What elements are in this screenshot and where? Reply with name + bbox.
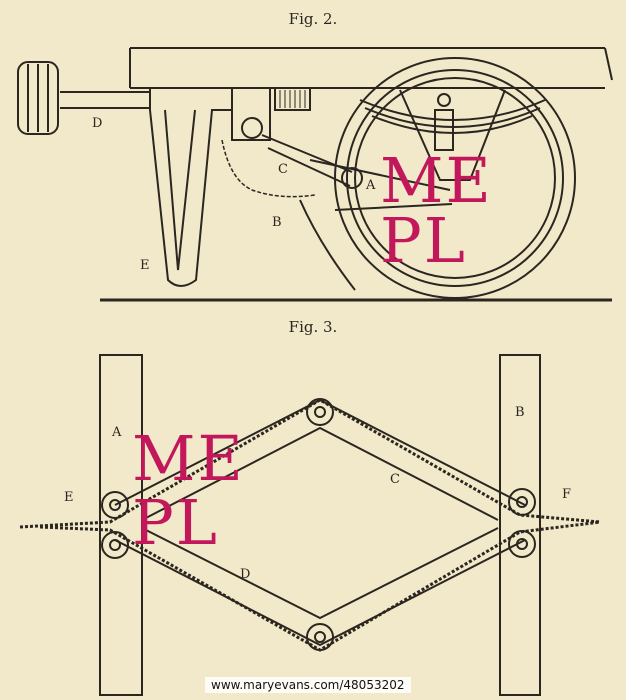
watermark-pl-bottom: PL	[132, 486, 219, 559]
fig2-caption: Fig. 2.	[288, 10, 338, 28]
fig2-label-a: A	[366, 178, 376, 193]
fig2-drawing	[17, 47, 613, 302]
fig2-label-c: C	[278, 162, 288, 177]
fig2-label-d: D	[92, 116, 103, 131]
fig3-label-f: F	[562, 487, 572, 502]
watermark-url: www.maryevans.com/48053202	[205, 677, 411, 693]
fig2-label-b: B	[272, 215, 282, 230]
fig3-caption: Fig. 3.	[288, 318, 338, 336]
watermark-pl-top: PL	[380, 204, 467, 277]
fig3-label-b: B	[515, 405, 525, 420]
watermark-me-top: ME	[380, 144, 493, 217]
fig3-label-e: E	[64, 490, 74, 505]
fig3-label-d: D	[240, 567, 251, 582]
fig3-label-c: C	[390, 472, 400, 487]
fig2-label-e: E	[140, 258, 150, 273]
fig3-label-a: A	[112, 425, 122, 440]
watermark-me-bottom: ME	[132, 422, 245, 495]
